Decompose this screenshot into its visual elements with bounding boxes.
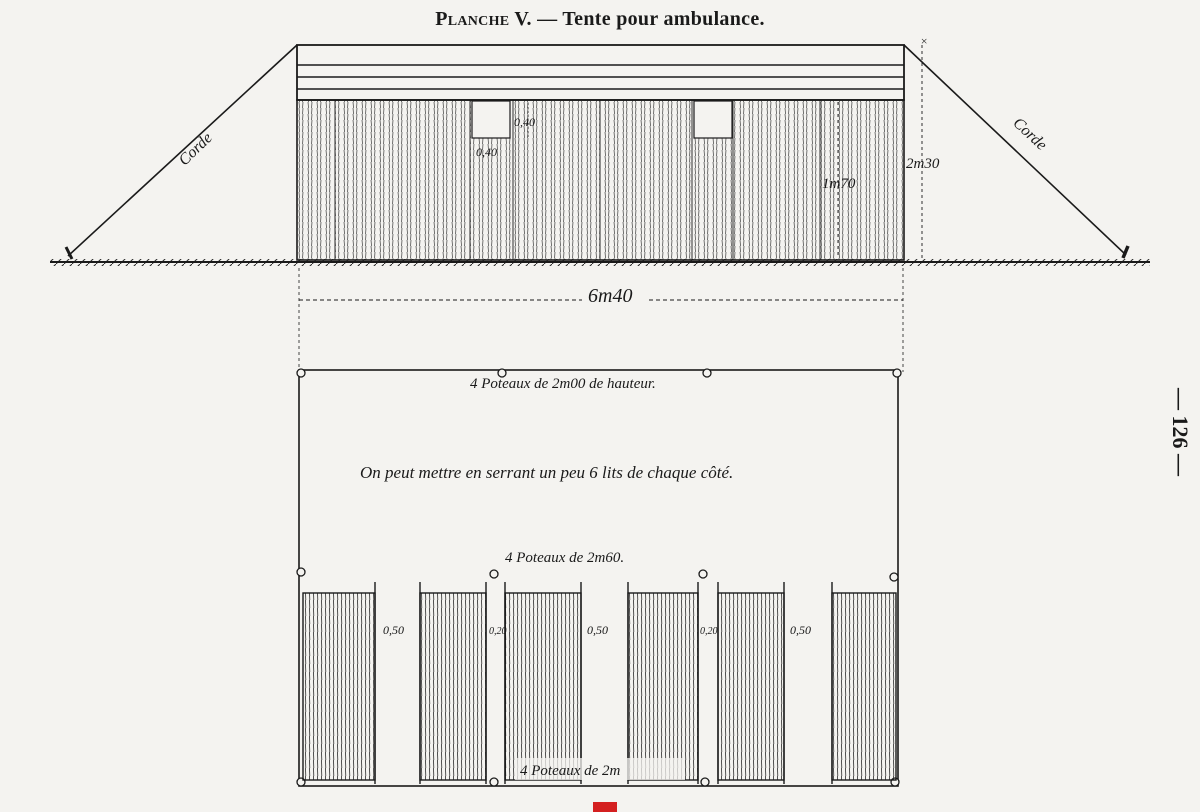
- post: [700, 777, 710, 787]
- bed: [627, 592, 699, 781]
- svg-text:×: ×: [920, 34, 928, 48]
- middle-posts-label: 4 Poteaux de 2m60.: [505, 550, 624, 566]
- rope-left-label: Corde: [176, 129, 216, 169]
- total-height-label: 2m30: [906, 156, 940, 172]
- title-dash: —: [531, 8, 563, 30]
- tent-width-label: 6m40: [588, 285, 632, 307]
- rope-right-label: Corde: [1009, 115, 1049, 154]
- plan-outline: [298, 369, 899, 787]
- gap-label: 0,50: [383, 623, 404, 637]
- post: [698, 569, 708, 579]
- stake-right: [1121, 245, 1130, 259]
- bed: [717, 592, 785, 781]
- rope-right: [903, 44, 1127, 256]
- bed: [302, 592, 376, 781]
- wall-height-label: 1m70: [822, 176, 856, 192]
- window-height-label: 0,40: [514, 115, 535, 129]
- bed: [419, 592, 487, 781]
- plate-caption: Tente pour ambulance.: [562, 8, 765, 30]
- beds: [302, 582, 897, 784]
- stake-left: [64, 246, 74, 260]
- tent-floor-plan: 4 Poteaux de 2m00 de hauteur. On peut me…: [296, 368, 902, 787]
- window-right: [693, 100, 733, 139]
- post: [892, 368, 902, 378]
- post: [489, 777, 499, 787]
- tent-elevation: Corde Corde 0,40 0,40 1m70 × 2m30 6m40: [50, 34, 1150, 372]
- capacity-note: On peut mettre en serrant un peu 6 lits …: [360, 463, 733, 482]
- bed: [504, 592, 582, 781]
- gap-label: 0,50: [790, 623, 811, 637]
- post: [489, 569, 499, 579]
- bed: [831, 592, 897, 781]
- tent-wall: [296, 99, 905, 261]
- post: [889, 572, 899, 582]
- gap-label: 0,50: [587, 623, 608, 637]
- post: [296, 567, 306, 577]
- window-width-label: 0,40: [476, 145, 497, 159]
- gap-label: 0,20: [489, 626, 507, 637]
- post: [296, 368, 306, 378]
- plate-number: Planche V.: [435, 8, 532, 30]
- bottom-posts-label: 4 Poteaux de 2m: [520, 763, 621, 779]
- window-left: [471, 100, 511, 139]
- red-marker: [593, 802, 617, 812]
- tent-roof: [296, 44, 905, 101]
- gap-label: 0,20: [700, 626, 718, 637]
- plate-title: Planche V. — Tente pour ambulance.: [0, 8, 1200, 31]
- top-posts-label: 4 Poteaux de 2m00 de hauteur.: [470, 376, 656, 392]
- post: [497, 368, 507, 378]
- rope-left: [67, 44, 298, 257]
- post-markers: [296, 368, 902, 787]
- post: [702, 368, 712, 378]
